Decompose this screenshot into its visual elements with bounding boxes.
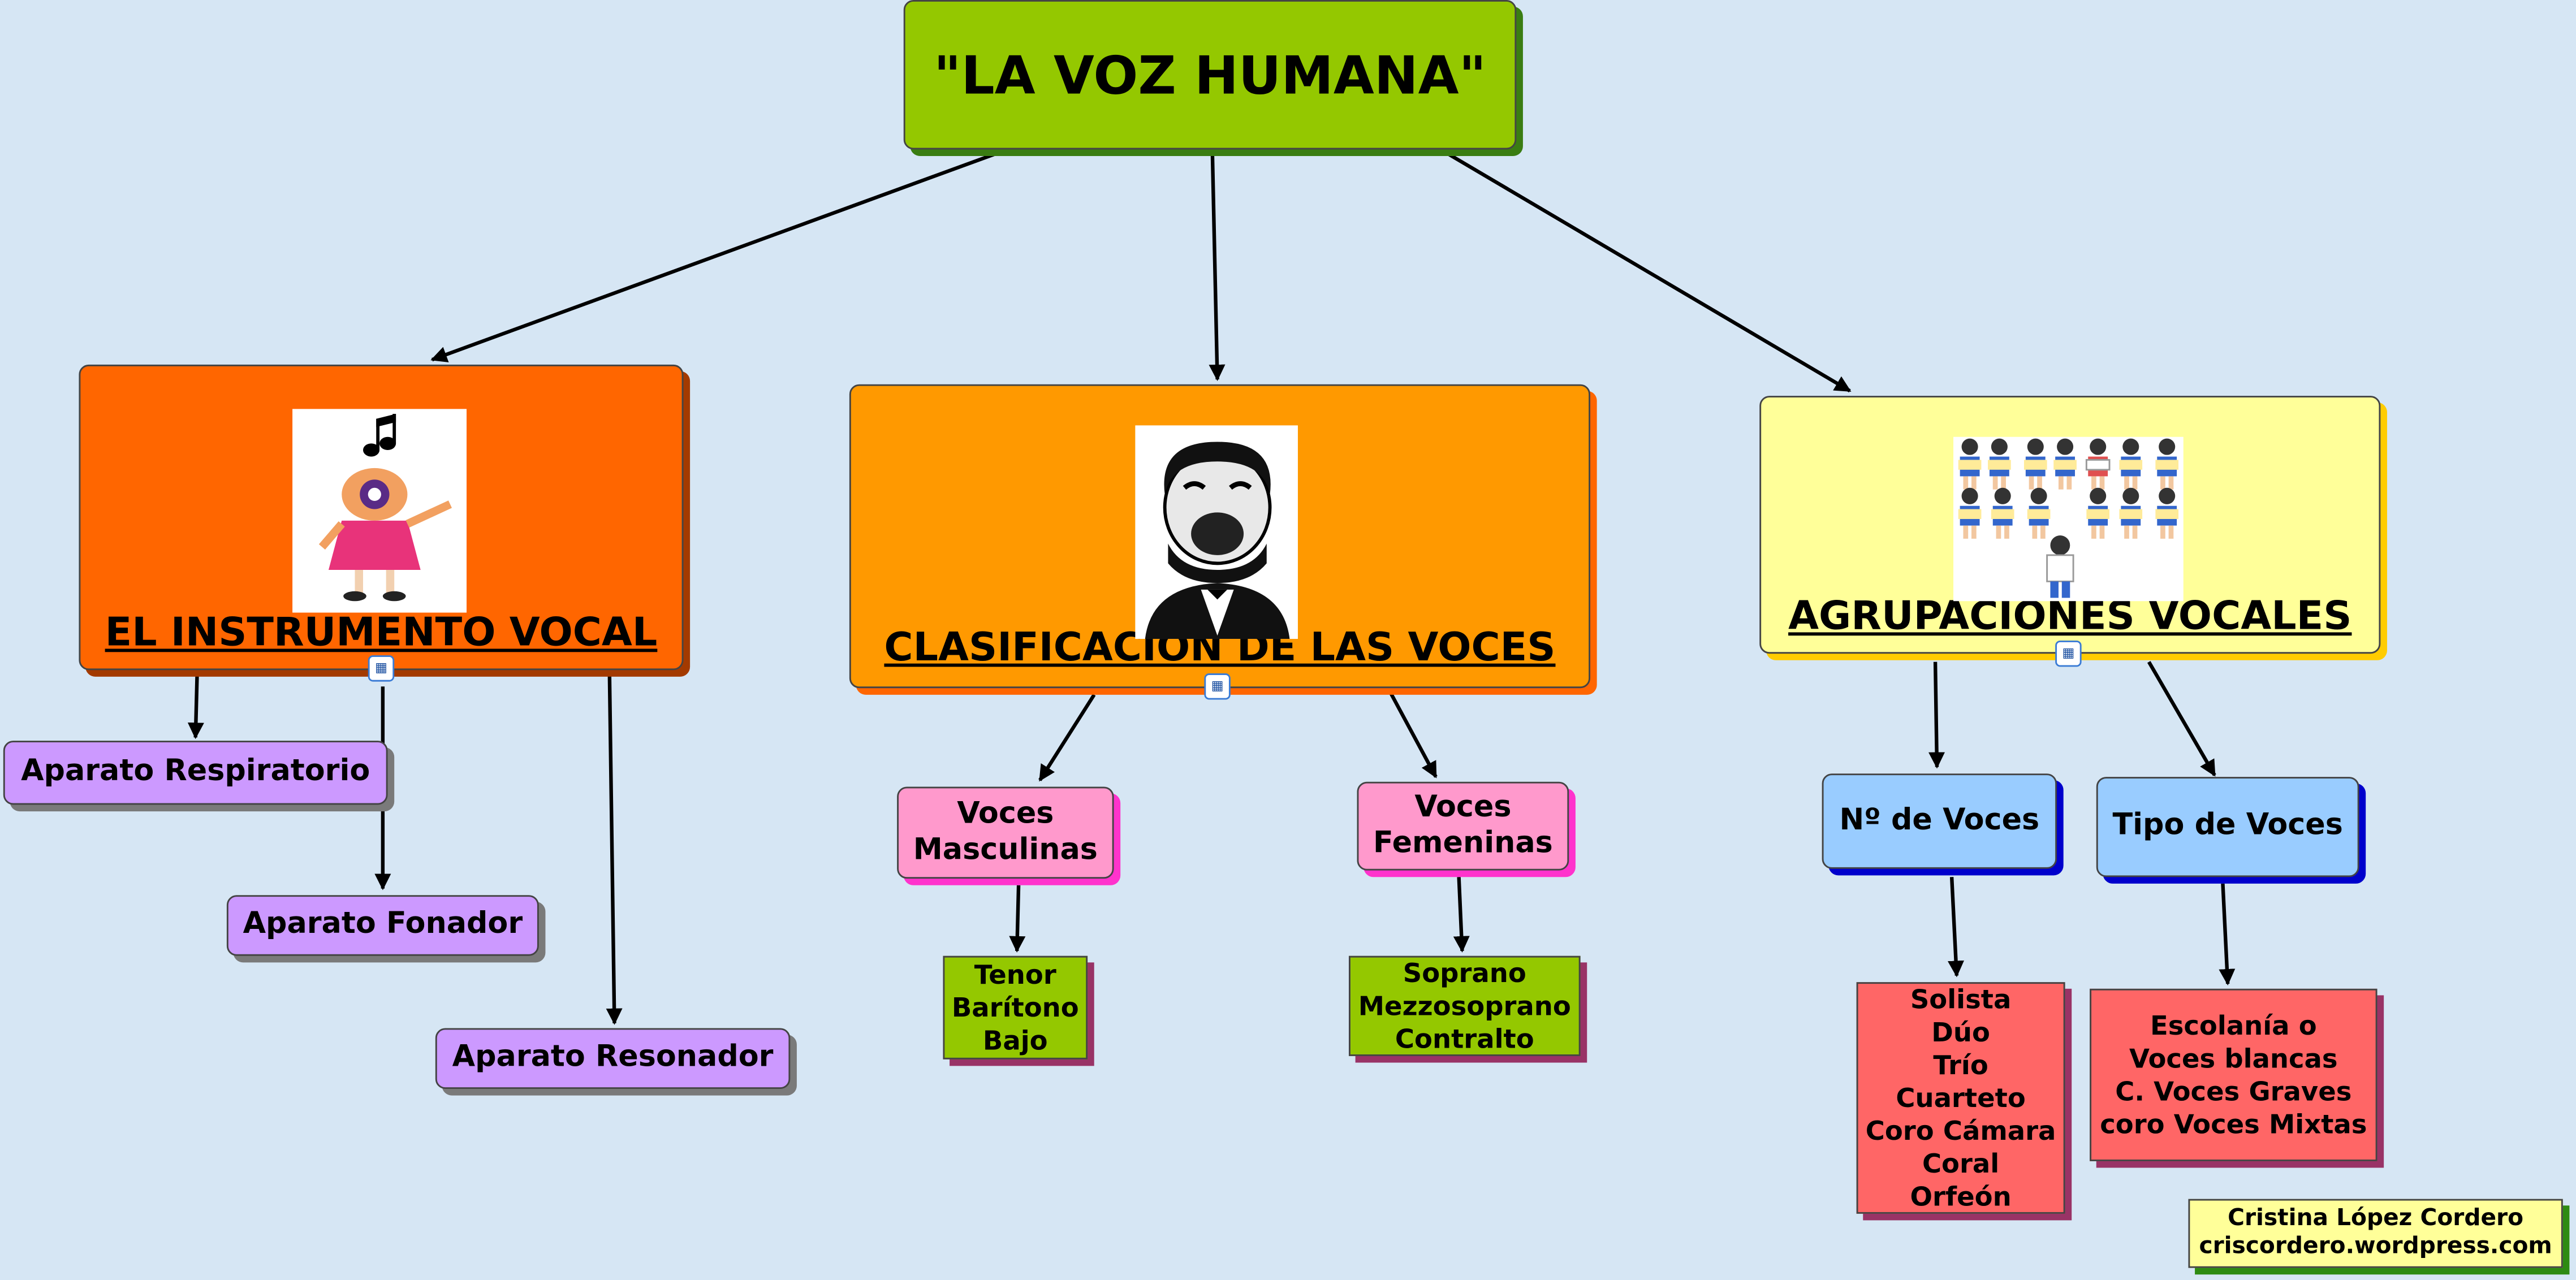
choir-icon	[1953, 436, 2184, 602]
link-title-agrupaciones	[1448, 153, 1852, 393]
main-title: "LA VOZ HUMANA"	[934, 43, 1487, 106]
link-agrupaciones-numero	[1928, 661, 1945, 769]
numero-voces-text: Solista Dúo Trío Cuarteto Coro Cámara Co…	[1865, 983, 2056, 1212]
link-title-instrumento	[430, 153, 995, 362]
author-site: criscordero.wordpress.com	[2199, 1233, 2552, 1260]
tipo-voces-node[interactable]: Tipo de Voces	[2096, 777, 2359, 877]
expand-subtopics-icon[interactable]: ▦	[368, 655, 395, 682]
tipo-voces-label: Tipo de Voces	[2112, 808, 2343, 843]
author-name: Cristina López Cordero	[2228, 1205, 2524, 1233]
masculine-voices-text: Tenor Barítono Bajo	[951, 958, 1079, 1056]
singing-child-icon	[292, 409, 467, 613]
link-masculinas-list	[1009, 885, 1026, 953]
instrumento-vocal-label: EL INSTRUMENTO VOCAL	[105, 609, 658, 656]
voces-femeninas-node[interactable]: Voces Femeninas	[1357, 781, 1569, 871]
agrupaciones-vocales-label: AGRUPACIONES VOCALES	[1788, 593, 2352, 639]
tenor-caricature-icon	[1135, 425, 1298, 639]
expand-subtopics-icon[interactable]: ▦	[2055, 640, 2082, 667]
numero-voces-node[interactable]: Nº de Voces	[1822, 773, 2057, 869]
aparato-resonador-label: Aparato Resonador	[452, 1040, 774, 1075]
link-numero-list	[1948, 877, 1965, 978]
numero-voces-list[interactable]: Solista Dúo Trío Cuarteto Coro Cámara Co…	[1856, 982, 2065, 1214]
aparato-resonador-node[interactable]: Aparato Resonador	[435, 1028, 791, 1089]
voces-masculinas-node[interactable]: Voces Masculinas	[897, 786, 1114, 879]
link-tipo-list	[2219, 883, 2236, 985]
link-clasificacion-femeninas	[1388, 690, 1438, 779]
link-instrumento-resonador	[606, 673, 623, 1025]
expand-subtopics-icon[interactable]: ▦	[1204, 673, 1231, 700]
feminine-voices-list[interactable]: Soprano Mezzosoprano Contralto	[1349, 955, 1581, 1056]
link-femeninas-list	[1453, 877, 1470, 953]
voces-masculinas-label: Voces Masculinas	[913, 795, 1098, 867]
link-title-clasificacion	[1209, 154, 1226, 381]
tipo-voces-text: Escolanía o Voces blancas C. Voces Grave…	[2100, 1009, 2367, 1139]
tipo-voces-list[interactable]: Escolanía o Voces blancas C. Voces Grave…	[2090, 988, 2377, 1161]
numero-voces-label: Nº de Voces	[1839, 802, 2040, 837]
masculine-voices-list[interactable]: Tenor Barítono Bajo	[943, 955, 1088, 1060]
main-title-node[interactable]: "LA VOZ HUMANA"	[903, 0, 1517, 150]
link-clasificacion-masculinas	[1038, 694, 1096, 782]
aparato-respiratorio-node[interactable]: Aparato Respiratorio	[3, 741, 388, 805]
feminine-voices-text: Soprano Mezzosoprano Contralto	[1358, 957, 1571, 1054]
link-instrumento-respiratorio	[187, 673, 204, 740]
author-credit: Cristina López Cordero criscordero.wordp…	[2188, 1199, 2563, 1268]
aparato-respiratorio-label: Aparato Respiratorio	[21, 754, 370, 789]
aparato-fonador-label: Aparato Fonador	[243, 907, 523, 942]
link-agrupaciones-tipo	[2147, 661, 2216, 777]
voces-femeninas-label: Voces Femeninas	[1373, 789, 1553, 861]
aparato-fonador-node[interactable]: Aparato Fonador	[226, 895, 539, 956]
